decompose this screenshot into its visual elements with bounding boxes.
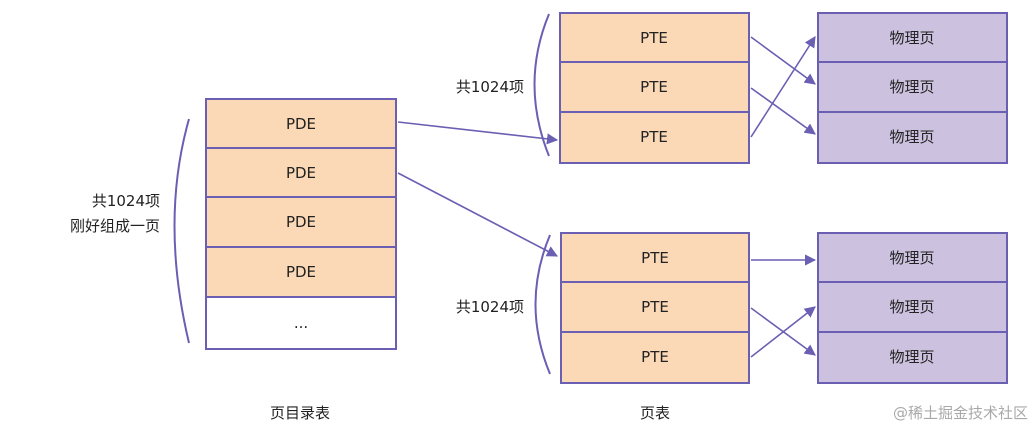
- pte-to-physical-page-arrow: [750, 306, 816, 358]
- pde-label: PDE: [286, 263, 316, 281]
- pde-label: PDE: [286, 164, 316, 182]
- physical-page-label: 物理页: [889, 128, 934, 146]
- pte-to-physical-page-arrow: [750, 36, 816, 138]
- pde-entry: PDE: [205, 147, 397, 198]
- pde-label: PDE: [286, 213, 316, 231]
- pde-entry: PDE: [205, 98, 397, 149]
- ellipsis-label: ...: [294, 314, 308, 332]
- physical-page: 物理页: [817, 111, 1008, 164]
- pte-entry: PTE: [559, 111, 750, 164]
- physical-page-label: 物理页: [889, 249, 934, 267]
- pte-entry: PTE: [560, 232, 750, 283]
- pte-to-physical-page-arrow: [750, 87, 816, 135]
- pte-entry: PTE: [559, 12, 750, 63]
- page-directory-count-note: 共1024项: [92, 192, 160, 210]
- pte-label: PTE: [640, 78, 668, 96]
- pte-entry: PTE: [560, 331, 750, 384]
- physical-page: 物理页: [817, 331, 1008, 384]
- physical-page: 物理页: [817, 61, 1008, 113]
- page-table-2-count-note: 共1024项: [456, 298, 524, 316]
- pde-to-page-table-1-arrow: [397, 121, 559, 145]
- pde-ellipsis-row: ...: [205, 296, 397, 350]
- pte-label: PTE: [641, 348, 669, 366]
- physical-page-label: 物理页: [889, 78, 934, 96]
- physical-page-group-2: 物理页 物理页 物理页: [817, 232, 1008, 384]
- page-table-caption: 页表: [640, 404, 670, 422]
- physical-page: 物理页: [817, 232, 1008, 283]
- pte-entry: PTE: [560, 281, 750, 333]
- page-table-2-brace: [534, 234, 551, 375]
- pte-label: PTE: [641, 249, 669, 267]
- pte-to-physical-page-arrow: [750, 36, 816, 85]
- page-table-1-count-note: 共1024项: [456, 78, 524, 96]
- page-directory-size-note: 刚好组成一页: [70, 217, 160, 235]
- page-directory-brace: [173, 118, 190, 344]
- physical-page-label: 物理页: [889, 298, 934, 316]
- pte-label: PTE: [640, 128, 668, 146]
- page-table-1-brace: [533, 13, 550, 157]
- physical-page: 物理页: [817, 281, 1008, 333]
- page-directory-table: PDE PDE PDE PDE ...: [205, 98, 397, 350]
- pde-entry: PDE: [205, 246, 397, 298]
- pte-entry: PTE: [559, 61, 750, 113]
- pde-entry: PDE: [205, 196, 397, 248]
- physical-page-label: 物理页: [889, 348, 934, 366]
- page-table-1: PTE PTE PTE: [559, 12, 750, 164]
- physical-page-label: 物理页: [889, 29, 934, 47]
- pde-to-page-table-2-arrow: [397, 172, 558, 257]
- page-table-2: PTE PTE PTE: [560, 232, 750, 384]
- physical-page-group-1: 物理页 物理页 物理页: [817, 12, 1008, 164]
- pte-label: PTE: [640, 29, 668, 47]
- pte-label: PTE: [641, 298, 669, 316]
- physical-page: 物理页: [817, 12, 1008, 63]
- pde-label: PDE: [286, 115, 316, 133]
- page-directory-caption: 页目录表: [270, 404, 330, 422]
- watermark: @稀土掘金技术社区: [893, 404, 1028, 422]
